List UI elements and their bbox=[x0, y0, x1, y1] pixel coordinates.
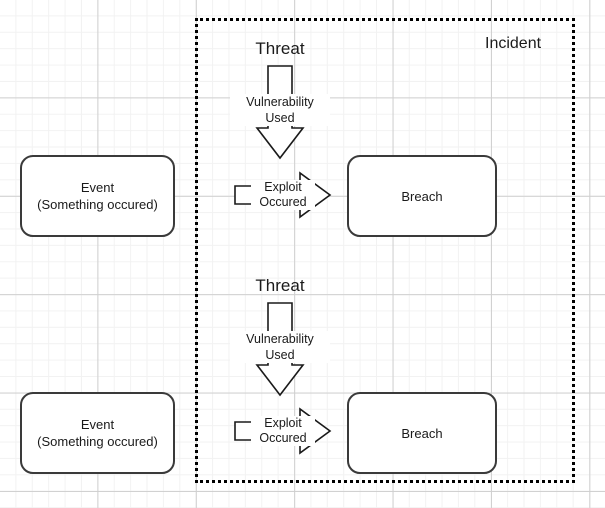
threat-label-row-2: Threat bbox=[255, 276, 305, 295]
exploit-line1: Exploit bbox=[264, 416, 302, 430]
event-node-row-2[interactable]: Event (Something occured) bbox=[20, 392, 175, 474]
vulnerability-label-row-2: Vulnerability Used bbox=[230, 331, 330, 363]
event-label-line2: (Something occured) bbox=[37, 434, 158, 449]
vulnerability-label-row-1: Vulnerability Used bbox=[230, 94, 330, 126]
exploit-label-row-1: Exploit Occured bbox=[251, 180, 315, 210]
breach-node-row-1[interactable]: Breach bbox=[347, 155, 497, 237]
exploit-line2: Occured bbox=[259, 431, 307, 445]
exploit-label-row-2: Exploit Occured bbox=[251, 416, 315, 446]
event-label-line1: Event bbox=[80, 417, 115, 432]
exploit-line1: Exploit bbox=[264, 180, 302, 194]
vulnerability-line1: Vulnerability bbox=[246, 332, 314, 346]
threat-label-row-1: Threat bbox=[255, 39, 305, 58]
vulnerability-line2: Used bbox=[265, 348, 295, 362]
event-label-line2: (Something occured) bbox=[37, 197, 158, 212]
breach-label: Breach bbox=[401, 188, 443, 204]
exploit-line2: Occured bbox=[259, 195, 307, 209]
breach-label: Breach bbox=[401, 425, 443, 441]
event-label-line1: Event bbox=[80, 180, 115, 195]
vulnerability-line1: Vulnerability bbox=[246, 95, 314, 109]
event-node-row-1[interactable]: Event (Something occured) bbox=[20, 155, 175, 237]
breach-node-row-2[interactable]: Breach bbox=[347, 392, 497, 474]
vulnerability-line2: Used bbox=[265, 111, 295, 125]
incident-group-frame bbox=[195, 18, 575, 483]
incident-group-label: Incident bbox=[485, 35, 542, 52]
